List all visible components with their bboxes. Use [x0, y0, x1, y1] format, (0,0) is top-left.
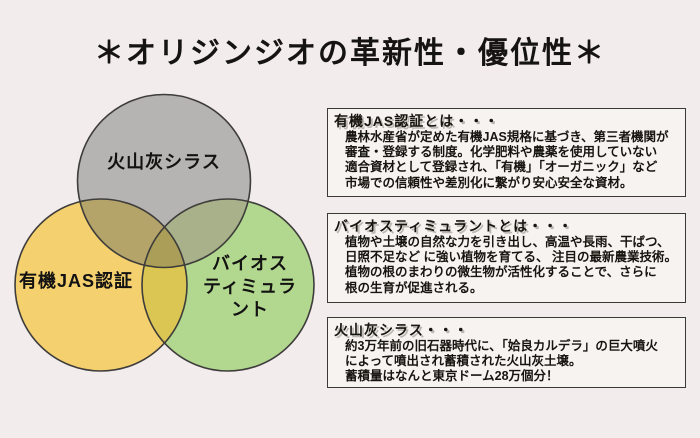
info-box-line: によって噴出され蓄積された火山灰土壌。: [345, 354, 582, 369]
venn-overlap-shirasu-jas: [77, 199, 187, 268]
venn-overlap-shirasu-bio: [142, 199, 251, 268]
info-box-line: 蓄積量はなんと東京ドーム28万個分！: [345, 369, 559, 384]
info-box-shirasu-heading: 火山灰シラス・・・: [334, 322, 469, 338]
info-box-bio-heading: バイオスティミュラントとは・・・: [334, 218, 574, 234]
info-box-line: 適合資材として登録され、「有機」「オーガニック」など: [345, 160, 658, 175]
venn-diagram: 火山灰シラス 有機JAS認証 バイオス ティミュラ ント: [10, 90, 330, 390]
venn-outline-shirasu: [76, 93, 252, 269]
info-box-line: 植物の根のまわりの微生物が活性化することで、さらに: [345, 265, 657, 280]
info-box-bio-body: 植物や土壌の自然な力を引き出し、高温や長雨、干ばつ、 日照不足など に強い植物を…: [334, 235, 679, 296]
info-box-line: 審査・登録する制度。化学肥料や農薬を使用していない: [345, 145, 658, 160]
info-box-shirasu-body: 約3万年前の旧石器時代に、「姶良カルデラ」の巨大噴火 によって噴出され蓄積された…: [334, 339, 679, 385]
venn-label-bio-line: ティミュラ: [203, 276, 297, 297]
info-box-line: 日照不足など に強い植物を育てる、 注目の最新農業技術。: [345, 250, 677, 265]
venn-outline-bio: [141, 198, 315, 372]
info-box-jas: 有機JAS認証とは・・・ 農林水産省が定めた有機JAS規格に基づき、第三者機関が…: [327, 108, 686, 197]
info-box-line: 根の生育が促進される。: [345, 280, 483, 295]
venn-label-bio-line: バイオス: [211, 253, 288, 274]
info-box-shirasu: 火山灰シラス・・・ 約3万年前の旧石器時代に、「姶良カルデラ」の巨大噴火 によっ…: [327, 317, 686, 388]
page-title: ＊オリジンジオの革新性・優位性＊: [94, 37, 606, 70]
info-box-line: 約3万年前の旧石器時代に、「姶良カルデラ」の巨大噴火: [345, 339, 658, 353]
info-box-bio: バイオスティミュラントとは・・・ 植物や土壌の自然な力を引き出し、高温や長雨、干…: [327, 213, 686, 303]
venn-label-jas: 有機JAS認証: [18, 271, 134, 291]
info-box-jas-body: 農林水産省が定めた有機JAS規格に基づき、第三者機関が 審査・登録する制度。化学…: [334, 130, 679, 191]
venn-label-bio-line: ント: [230, 299, 269, 320]
info-box-line: 植物や土壌の自然な力を引き出し、高温や長雨、干ばつ、: [345, 235, 670, 249]
venn-label-bio: バイオス ティミュラ ント: [203, 253, 297, 322]
info-box-line: 市場での信頼性や差別化に繋がり安心安全な資材。: [345, 175, 633, 190]
venn-label-shirasu: 火山灰シラス: [107, 152, 221, 172]
info-box-line: 農林水産省が定めた有機JAS規格に基づき、第三者機関が: [345, 130, 669, 144]
venn-outline-jas: [14, 198, 188, 372]
info-box-jas-heading: 有機JAS認証とは・・・: [334, 113, 500, 129]
venn-svg: [14, 93, 315, 372]
